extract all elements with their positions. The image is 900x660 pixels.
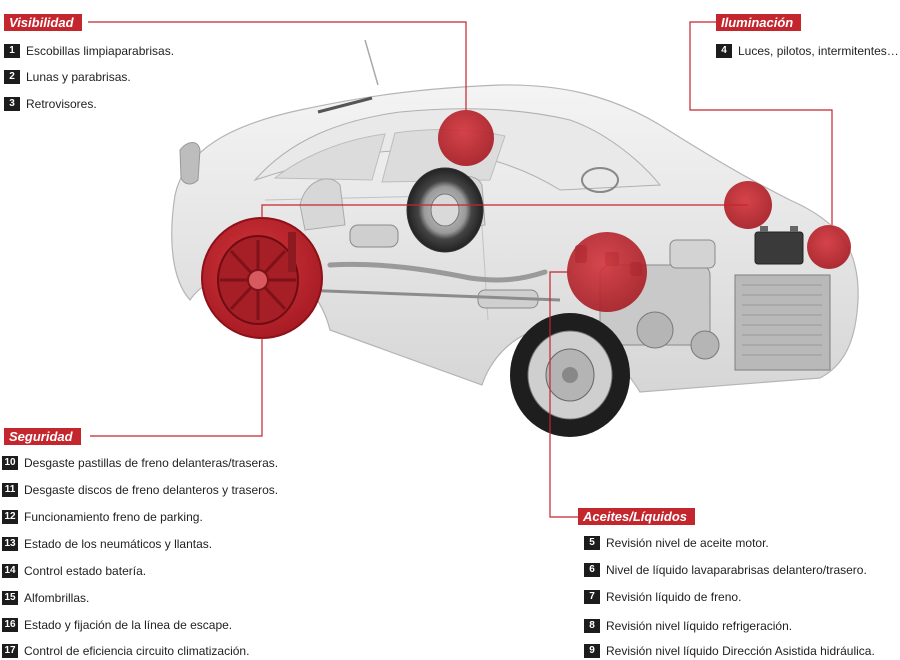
section-title-iluminacion: Iluminación <box>716 14 802 31</box>
list-item: 15 Alfombrillas. <box>2 590 89 606</box>
list-item: 17 Control de eficiencia circuito climati… <box>2 643 249 659</box>
item-text: Desgaste discos de freno delanteros y tr… <box>24 483 279 497</box>
item-text: Lunas y parabrisas. <box>26 70 131 84</box>
item-text: Escobillas limpiaparabrisas. <box>26 44 175 58</box>
list-item: 3 Retrovisores. <box>4 96 97 112</box>
item-text: Alfombrillas. <box>24 591 90 605</box>
chassis-parts <box>299 167 831 371</box>
item-number: 1 <box>4 44 20 58</box>
highlight-front-light <box>807 225 851 269</box>
list-item: 9 Revisión nivel líquido Dirección Asisti… <box>584 643 875 659</box>
item-text: Luces, pilotos, intermitentes… <box>738 44 899 58</box>
item-number: 17 <box>2 644 18 658</box>
item-number: 12 <box>2 510 18 524</box>
item-number: 13 <box>2 537 18 551</box>
item-number: 10 <box>2 456 18 470</box>
front-wheel <box>510 313 630 437</box>
list-item: 8 Revisión nivel líquido refrigeración. <box>584 618 792 634</box>
item-number: 15 <box>2 591 18 605</box>
item-number: 6 <box>584 563 600 577</box>
item-text: Desgaste pastillas de freno delanteras/t… <box>24 456 279 470</box>
item-number: 8 <box>584 619 600 633</box>
list-item: 11 Desgaste discos de freno delanteros y … <box>2 482 278 498</box>
item-number: 2 <box>4 70 20 84</box>
item-text: Revisión nivel líquido refrigeración. <box>606 619 793 633</box>
item-text: Control de eficiencia circuito climatiza… <box>24 644 250 658</box>
section-title-visibilidad: Visibilidad <box>4 14 82 31</box>
list-item: 7 Revisión líquido de freno. <box>584 589 741 605</box>
list-item: 1 Escobillas limpiaparabrisas. <box>4 43 174 59</box>
list-item: 4 Luces, pilotos, intermitentes… <box>716 43 899 59</box>
section-title-seguridad: Seguridad <box>4 428 81 445</box>
item-number: 11 <box>2 483 18 497</box>
rear-wheel-highlight <box>201 217 323 339</box>
item-text: Funcionamiento freno de parking. <box>24 510 203 524</box>
list-item: 12 Funcionamiento freno de parking. <box>2 509 203 525</box>
item-number: 5 <box>584 536 600 550</box>
item-text: Control estado batería. <box>24 564 147 578</box>
list-item: 2 Lunas y parabrisas. <box>4 69 131 85</box>
list-item: 5 Revisión nivel de aceite motor. <box>584 535 769 551</box>
item-text: Nivel de líquido lavaparabrisas delanter… <box>606 563 867 577</box>
section-title-aceites-liquidos: Aceites/Líquidos <box>578 508 696 525</box>
list-item: 10 Desgaste pastillas de freno delanteras… <box>2 455 278 471</box>
item-text: Revisión líquido de freno. <box>606 590 742 604</box>
highlight-engine-fluids <box>567 232 647 312</box>
item-number: 3 <box>4 97 20 111</box>
item-text: Retrovisores. <box>26 97 97 111</box>
highlight-windshield <box>438 110 494 166</box>
list-item: 6 Nivel de líquido lavaparabrisas delante… <box>584 562 867 578</box>
list-item: 13 Estado de los neumáticos y llantas. <box>2 536 212 552</box>
item-number: 9 <box>584 644 600 658</box>
item-text: Revisión nivel de aceite motor. <box>606 536 769 550</box>
list-item: 16 Estado y fijación de la línea de escap… <box>2 617 232 633</box>
item-number: 14 <box>2 564 18 578</box>
item-number: 4 <box>716 44 732 58</box>
list-item: 14 Control estado batería. <box>2 563 146 579</box>
item-text: Revisión nivel líquido Dirección Asistid… <box>606 644 875 658</box>
item-text: Estado de los neumáticos y llantas. <box>24 537 213 551</box>
item-number: 7 <box>584 590 600 604</box>
item-text: Estado y fijación de la línea de escape. <box>24 618 233 632</box>
item-number: 16 <box>2 618 18 632</box>
leader-lines <box>88 21 833 518</box>
